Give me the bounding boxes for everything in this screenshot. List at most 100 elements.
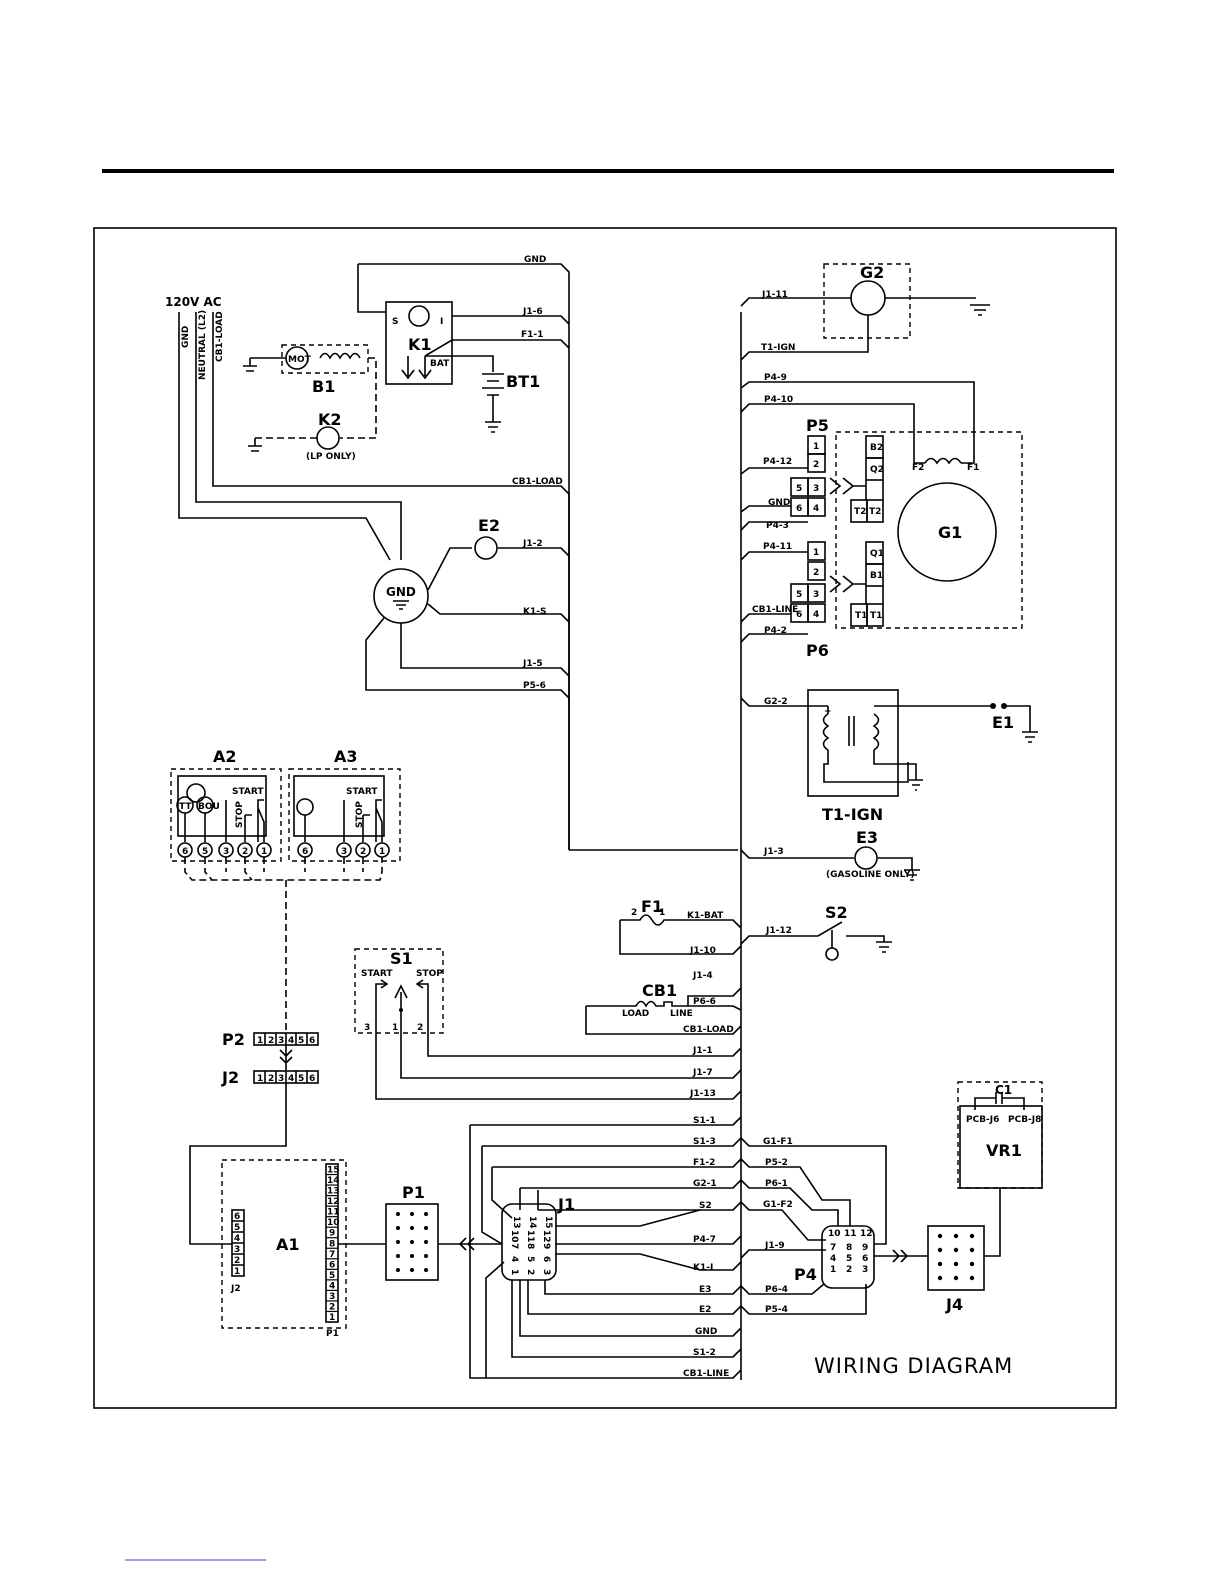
j1-10-label: J1-10 bbox=[689, 946, 716, 956]
svg-text:1: 1 bbox=[257, 1036, 263, 1046]
e3-wire-label: E3 bbox=[699, 1285, 711, 1295]
t1-ign-box-label: T1-IGN bbox=[822, 805, 883, 824]
j1-pin: 13 bbox=[511, 1216, 521, 1229]
a3-stop-label: STOP bbox=[355, 801, 365, 828]
f1-1-label: F1-1 bbox=[521, 330, 543, 340]
j4-pin-dot bbox=[937, 1247, 943, 1253]
gnd-top-wire bbox=[358, 263, 570, 850]
g2-wires bbox=[740, 297, 990, 316]
p1-pin-dot bbox=[396, 1268, 400, 1272]
a1-p1-pin: 14 bbox=[327, 1176, 340, 1186]
p4-12-label: P4-12 bbox=[763, 457, 792, 467]
j1-12-label: J1-12 bbox=[765, 926, 792, 936]
j4-pin-dot bbox=[953, 1233, 959, 1239]
j1-cb1-line-tap bbox=[485, 1261, 505, 1378]
f1-1-wire bbox=[424, 339, 570, 357]
svg-text:1: 1 bbox=[234, 1267, 240, 1277]
p4-10-wire bbox=[740, 403, 925, 464]
p4-pin: 9 bbox=[862, 1243, 868, 1253]
p4-3-label: P4-3 bbox=[766, 521, 789, 531]
e1-ground-wire bbox=[1006, 705, 1038, 743]
j1-pin: 12 bbox=[541, 1230, 551, 1243]
p4-pin: 2 bbox=[846, 1265, 852, 1275]
k2-valve-icon bbox=[316, 426, 340, 450]
svg-text:2: 2 bbox=[268, 1036, 274, 1046]
k2-note: (LP ONLY) bbox=[306, 452, 356, 462]
s2-wire-label: S2 bbox=[699, 1201, 712, 1211]
j1-1-label: J1-1 bbox=[692, 1046, 713, 1056]
b1-solenoid-coil bbox=[319, 352, 361, 360]
k1-i-label: I bbox=[440, 317, 443, 327]
a2-start-label: START bbox=[232, 787, 264, 797]
k1-s-label: S bbox=[392, 317, 398, 327]
j1-pin: 9 bbox=[541, 1243, 551, 1249]
j1-3-label: J1-3 bbox=[763, 847, 784, 857]
a3-label: A3 bbox=[334, 747, 358, 766]
e3-icon bbox=[854, 846, 878, 870]
f1-label: F1 bbox=[967, 463, 979, 473]
s1-3-label: S1-3 bbox=[693, 1137, 716, 1147]
a1-j2-label: J2 bbox=[230, 1284, 241, 1294]
e3-note: (GASOLINE ONLY) bbox=[826, 870, 915, 880]
s1-pin2: 2 bbox=[417, 1023, 423, 1033]
svg-text:4: 4 bbox=[288, 1074, 294, 1084]
gnd-p5-label: GND bbox=[768, 498, 790, 508]
j4-pin-dot bbox=[969, 1261, 975, 1267]
s1-wires bbox=[375, 1010, 742, 1100]
s1-1-label: S1-1 bbox=[693, 1116, 716, 1126]
a2-bou-label: BOU bbox=[198, 802, 220, 812]
k1-i-wire bbox=[555, 1253, 742, 1271]
p1-pin-dots bbox=[396, 1212, 428, 1272]
cb1-line-label: LINE bbox=[670, 1009, 693, 1019]
s1-switch-contacts bbox=[375, 979, 429, 1020]
a1-p1-pin: 4 bbox=[329, 1281, 335, 1291]
j4-pin-dot bbox=[969, 1275, 975, 1281]
j1-pin: 2 bbox=[525, 1269, 535, 1275]
k1-contacts bbox=[401, 356, 432, 380]
p4-7-label: P4-7 bbox=[693, 1235, 716, 1245]
neutral-supply-wire bbox=[195, 312, 402, 560]
p1-pin-dot bbox=[396, 1240, 400, 1244]
p1-pin-dot bbox=[424, 1226, 428, 1230]
j1-pin: 14 bbox=[527, 1216, 537, 1229]
j1-11-label: J1-11 bbox=[761, 290, 788, 300]
a1-p1-pin: 1 bbox=[329, 1313, 335, 1323]
g2-box bbox=[823, 263, 911, 339]
svg-text:3: 3 bbox=[223, 847, 229, 857]
svg-text:2: 2 bbox=[813, 460, 819, 470]
p4-j4-mate-wire bbox=[874, 1249, 928, 1263]
j2-to-a1-wire bbox=[189, 1083, 287, 1245]
e2-wire-label: E2 bbox=[699, 1305, 711, 1315]
j1-9-label: J1-9 bbox=[764, 1241, 785, 1251]
j4-pin-dot bbox=[969, 1233, 975, 1239]
a1-p1-pin: 2 bbox=[329, 1302, 335, 1312]
p4-pin: 1 bbox=[830, 1265, 836, 1275]
a1-p1-label: P1 bbox=[326, 1329, 339, 1339]
j1-pin: 11 bbox=[525, 1230, 535, 1243]
gnd-supply-wire bbox=[178, 312, 391, 561]
a3-box bbox=[288, 768, 401, 862]
j4-pin-dot bbox=[953, 1275, 959, 1281]
pcb-j8-label: PCB-J8 bbox=[1008, 1115, 1041, 1125]
k1-s-wire-label: K1-S bbox=[523, 607, 546, 617]
cb1-load-label: LOAD bbox=[622, 1009, 649, 1019]
svg-text:4: 4 bbox=[813, 504, 819, 514]
k1-relay-box bbox=[385, 301, 453, 385]
vr1-label: VR1 bbox=[986, 1141, 1022, 1160]
t1-plus-mark: + bbox=[824, 707, 832, 717]
gnd-j1-wire bbox=[519, 1280, 742, 1337]
c1-capacitor-icon bbox=[974, 1092, 1025, 1110]
p1-pin-dot bbox=[396, 1254, 400, 1258]
k1-s-wire bbox=[357, 264, 386, 313]
a2-inner-box bbox=[177, 775, 267, 837]
a3-internal-wires bbox=[304, 799, 383, 842]
j1-7-label: J1-7 bbox=[692, 1068, 713, 1078]
a1-p1-pin: 3 bbox=[329, 1292, 335, 1302]
p5-4-wire bbox=[740, 1284, 867, 1315]
p1-pin-dot bbox=[396, 1212, 400, 1216]
p4-connector-body bbox=[821, 1225, 875, 1289]
p2-label: P2 bbox=[222, 1030, 245, 1049]
j1-13-label: J1-13 bbox=[689, 1089, 716, 1099]
cb1-wires bbox=[585, 987, 742, 1035]
